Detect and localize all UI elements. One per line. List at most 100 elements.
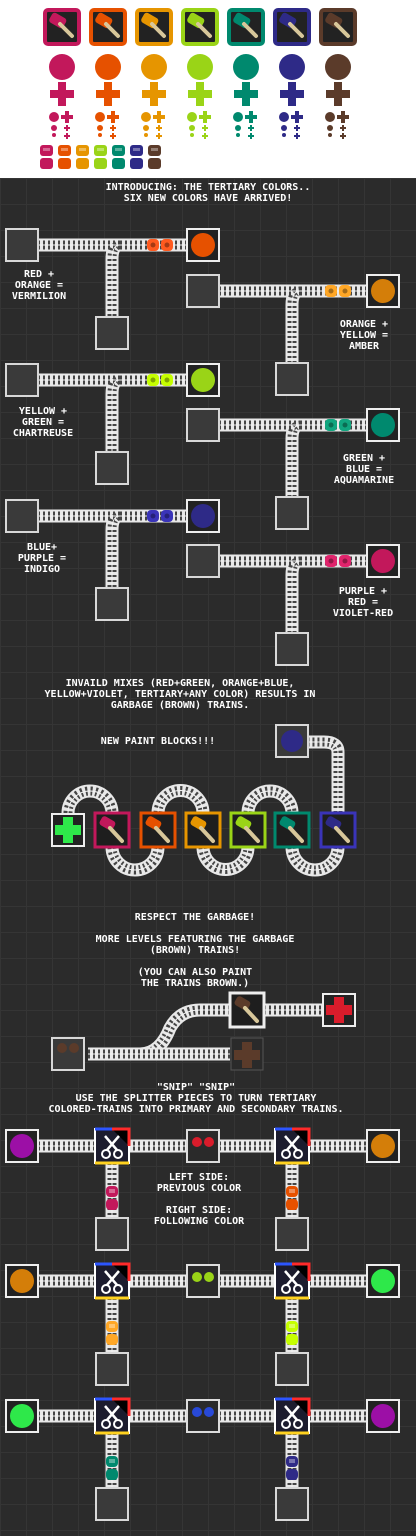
station-frame (186, 408, 220, 442)
dot-plus (202, 133, 208, 139)
car (161, 239, 173, 251)
plus-target-icon (280, 82, 304, 106)
target-circle-icon (5, 1264, 39, 1298)
window (164, 513, 170, 519)
orange-swatch (89, 8, 127, 139)
window (328, 288, 334, 294)
station-frame (95, 1217, 129, 1251)
paint-roller-icon (187, 12, 212, 38)
brown-train-icon (148, 145, 161, 169)
station-frame (186, 544, 220, 578)
dot-plus (64, 133, 70, 139)
tiny-circle (97, 125, 103, 131)
rail-center (38, 515, 121, 588)
teal-train-icon (112, 145, 125, 169)
empty-station-icon (275, 1352, 309, 1386)
target-circle (371, 1134, 395, 1158)
window (115, 148, 122, 151)
violet-red-mix (186, 544, 400, 666)
brown-dot (57, 1043, 67, 1053)
paint-roller-icon (228, 991, 266, 1029)
rail-track (105, 846, 165, 877)
target-circle-icon (366, 408, 400, 442)
train-car-icon (325, 419, 351, 431)
handle (113, 1419, 123, 1429)
indigo-swatch (273, 8, 311, 139)
target-circle-icon (186, 363, 220, 397)
car (106, 1186, 118, 1197)
source-dot (204, 1137, 214, 1147)
handle (199, 826, 215, 843)
plus-target-icon (234, 82, 258, 106)
train-car-icon (106, 1321, 118, 1345)
station-frame (275, 1352, 309, 1386)
handle (196, 22, 212, 38)
splitter-row-3 (5, 1397, 400, 1521)
plus-target-icon (326, 82, 350, 106)
handle (104, 22, 120, 38)
target-circle-icon (95, 54, 121, 80)
train-car-icon (286, 1321, 298, 1345)
train-car-icon (286, 1456, 298, 1480)
dot (98, 133, 102, 137)
car (286, 1186, 298, 1197)
red-train-icon (40, 145, 53, 169)
indigo-train-icon (130, 145, 143, 169)
window (164, 377, 170, 383)
dot-plus (294, 133, 300, 139)
paint-roller-icon (49, 12, 74, 38)
rail-bed (306, 735, 345, 813)
car (106, 1469, 118, 1480)
target-circle-icon (233, 54, 259, 80)
edge-red (112, 1127, 131, 1146)
blades (104, 1270, 120, 1286)
train-car-icon (325, 285, 351, 297)
dot (328, 133, 332, 137)
station-frame (5, 363, 39, 397)
window (342, 288, 348, 294)
small-plus (245, 111, 257, 123)
car (286, 1456, 298, 1467)
target-circle-icon (186, 499, 220, 533)
scissors-icon (274, 1262, 311, 1300)
blades (104, 1135, 120, 1151)
car (325, 419, 337, 431)
rail-bed (88, 1003, 230, 1061)
handle (154, 826, 170, 843)
paint-roller-icon (95, 12, 120, 38)
aquamarine-caption: GREEN + BLUE = AQUAMARINE (333, 453, 395, 486)
train-car-icon (147, 374, 173, 386)
source-frame (186, 1399, 220, 1433)
target-circle (371, 279, 395, 303)
dot-plus (248, 133, 254, 139)
violet-red-caption: PURPLE + RED = VIOLET-RED (332, 586, 394, 619)
rail-track (88, 1003, 230, 1061)
car (286, 1334, 298, 1345)
small-circle (279, 112, 289, 122)
source-dot (204, 1272, 214, 1282)
rail-track (196, 846, 255, 876)
amber-swatch (135, 8, 173, 139)
rail-center (111, 846, 159, 871)
empty-station-icon (186, 544, 220, 578)
source-frame (186, 1129, 220, 1163)
plus-target-icon (50, 82, 74, 106)
target-circle (191, 504, 215, 528)
paint-roller-icon (93, 811, 131, 849)
train-car-top (130, 145, 143, 156)
aquamarine-mix (186, 408, 400, 530)
target-circle-icon (325, 54, 351, 80)
puzzle-board: INTRODUCING: THE TERTIARY COLORS.. SIX N… (0, 178, 416, 1536)
indigo-source-circle (281, 730, 303, 752)
car (147, 374, 159, 386)
window (342, 558, 348, 564)
train-car-top (58, 145, 71, 156)
edge-red (292, 1127, 311, 1146)
source-dot (204, 1407, 214, 1417)
handle (243, 1006, 259, 1023)
station-frame (275, 632, 309, 666)
plus (234, 1042, 260, 1068)
empty-station-icon (5, 499, 39, 533)
station-frame (186, 274, 220, 308)
empty-station-icon (186, 274, 220, 308)
